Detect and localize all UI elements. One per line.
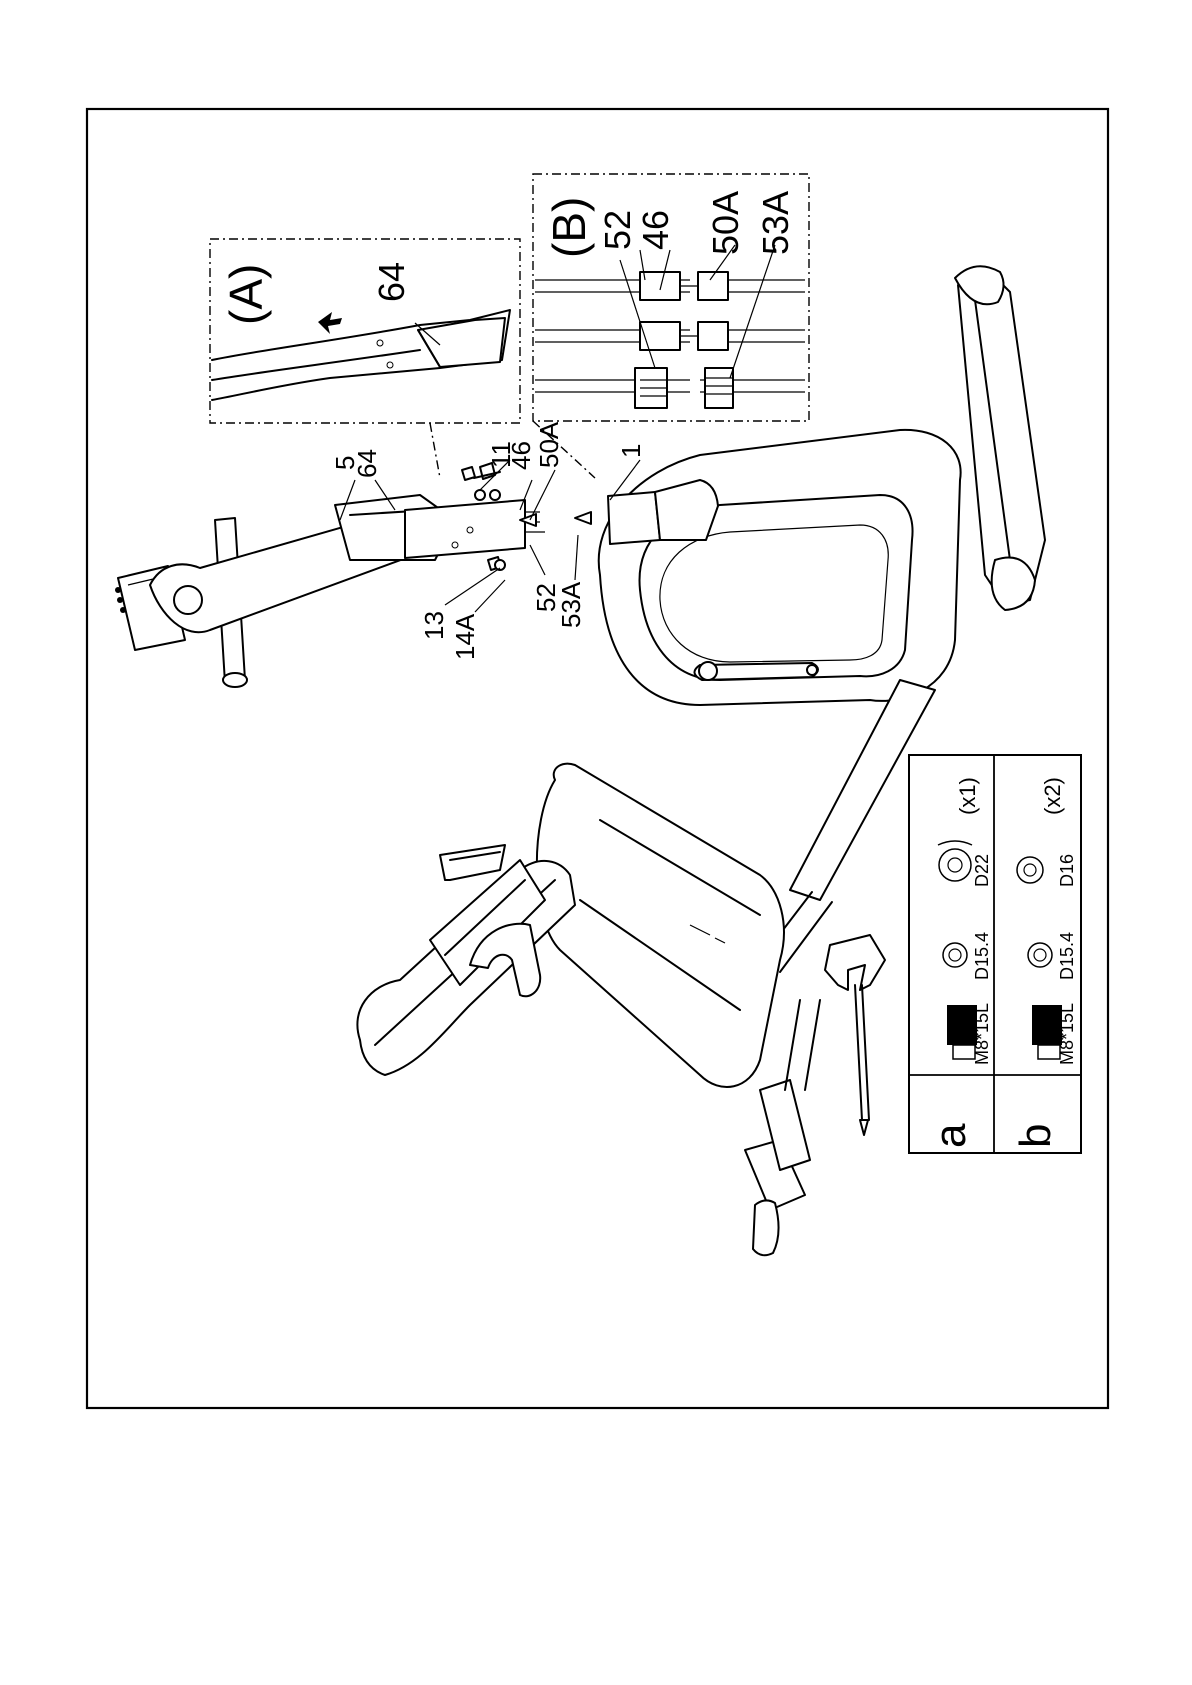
detail-b-callout-46: 46 — [635, 210, 676, 250]
hardware-row-b-washer2: D16 — [1057, 854, 1077, 887]
callout-1: 1 — [616, 444, 646, 458]
mast-lower — [405, 500, 525, 558]
hardware-row-a-washer1: D15.4 — [972, 932, 992, 980]
hardware-row-a-washer2: D22 — [972, 854, 992, 887]
detail-a-callout-64: 64 — [371, 262, 412, 302]
split-washer-icon — [943, 943, 967, 967]
flat-washer-icon — [1017, 857, 1043, 883]
detail-b-callout-50A: 50A — [705, 191, 746, 255]
hardware-row-a-bolt: M8*15L — [972, 1003, 992, 1065]
detail-b-callout-52: 52 — [597, 210, 638, 250]
callout-46: 46 — [506, 441, 536, 470]
callout-13: 13 — [419, 611, 449, 640]
detail-a-title: (A) — [220, 264, 272, 325]
callout-50A: 50A — [534, 421, 564, 468]
hardware-row-b-qty: (x2) — [1040, 777, 1065, 815]
detail-b-callout-53A: 53A — [755, 191, 796, 255]
part-1-tube — [608, 492, 660, 544]
detail-b-title: (B) — [543, 197, 595, 258]
hardware-row-a-letter: a — [926, 1123, 975, 1148]
split-washer-icon — [1028, 943, 1052, 967]
callout-53A: 53A — [556, 581, 586, 628]
hardware-row-b-bolt: M8*15L — [1057, 1003, 1077, 1065]
hardware-row-a-qty: (x1) — [955, 777, 980, 815]
callout-14A: 14A — [450, 613, 480, 660]
hardware-row-b-letter: b — [1011, 1124, 1060, 1148]
callout-64: 64 — [352, 449, 382, 478]
hardware-row-b-washer1: D15.4 — [1057, 932, 1077, 980]
